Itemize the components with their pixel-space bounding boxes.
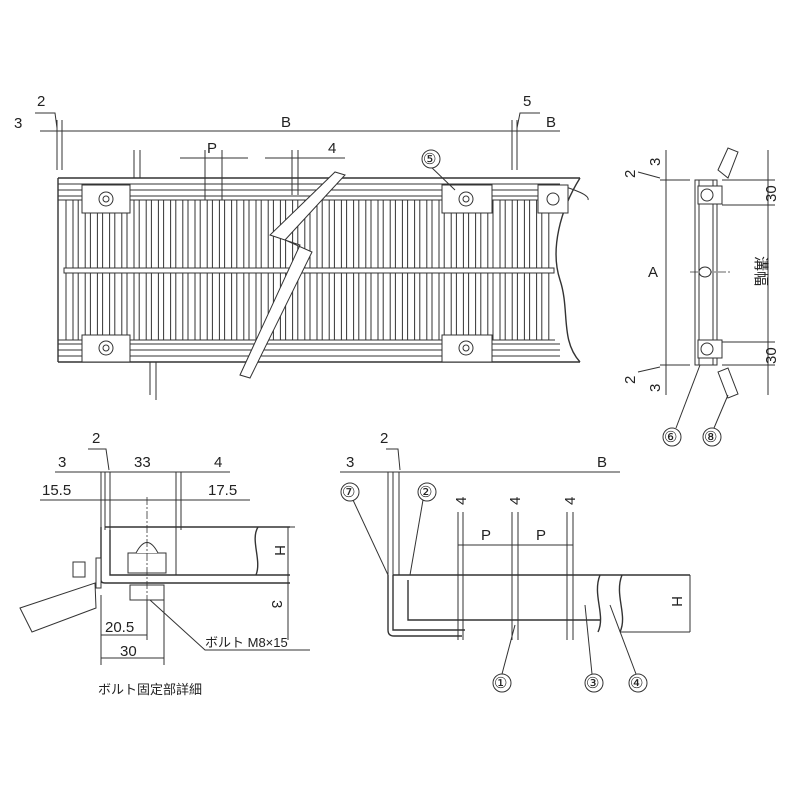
callout-8: ⑧ (704, 429, 717, 446)
callout-1: ① (494, 675, 507, 692)
dim-label: 2 (37, 93, 45, 110)
dim-label: 2 (92, 430, 100, 447)
dim-label: 3 (647, 384, 664, 392)
dim-label: 30 (763, 347, 780, 364)
dim-label: A (648, 264, 658, 281)
dim-label: 2 (380, 430, 388, 447)
dim-label: 15.5 (42, 482, 71, 499)
bolt-detail: 2 3 33 4 15.5 17.5 H 3 20.5 30 ボルト M8×15… (19, 430, 310, 697)
dim-label: H (271, 545, 288, 556)
dim-label: 4 (214, 454, 222, 471)
callout-6: ⑥ (664, 429, 677, 446)
dim-label: 30 (763, 185, 780, 202)
dim-label: 4 (453, 497, 470, 505)
detail-caption: ボルト固定部詳細 (98, 682, 202, 697)
dim-label: P (481, 527, 491, 544)
callout-7: ⑦ (342, 484, 355, 501)
side-view: A 溝幅 30 30 2 3 2 3 ⑥ ⑧ (622, 147, 780, 447)
dim-label: 3 (58, 454, 66, 471)
dim-label: P (536, 527, 546, 544)
dim-label: 17.5 (208, 482, 237, 499)
dim-label: 3 (14, 115, 22, 132)
callout-3: ③ (586, 675, 599, 692)
dim-label: P (207, 140, 217, 157)
dim-label: 3 (346, 454, 354, 471)
dim-label: H (668, 596, 685, 607)
dim-label: 5 (523, 93, 531, 110)
dim-label: B (546, 114, 556, 131)
dim-label: B (281, 114, 291, 131)
dim-label: 溝幅 (752, 256, 769, 286)
dim-label: 2 (622, 376, 639, 384)
dim-label: 3 (647, 158, 664, 166)
dim-label: 33 (134, 454, 151, 471)
dim-label: 2 (622, 170, 639, 178)
dim-label: B (597, 454, 607, 471)
dim-label: 4 (507, 497, 524, 505)
section-view: 4 4 4 P P H 3 2 B ⑦ ② ① ③ ④ (340, 430, 691, 693)
dim-label: 4 (562, 497, 579, 505)
dim-label: 4 (328, 140, 336, 157)
top-view: 3 2 B 5 B P 4 (14, 93, 589, 400)
callout-5: ⑤ (423, 151, 436, 168)
bolt-label: ボルト M8×15 (205, 635, 288, 650)
dim-label: 20.5 (105, 619, 134, 636)
dim-label: 3 (268, 600, 285, 608)
callout-2: ② (419, 484, 432, 501)
callout-4: ④ (630, 675, 643, 692)
dim-label: 30 (120, 643, 137, 660)
